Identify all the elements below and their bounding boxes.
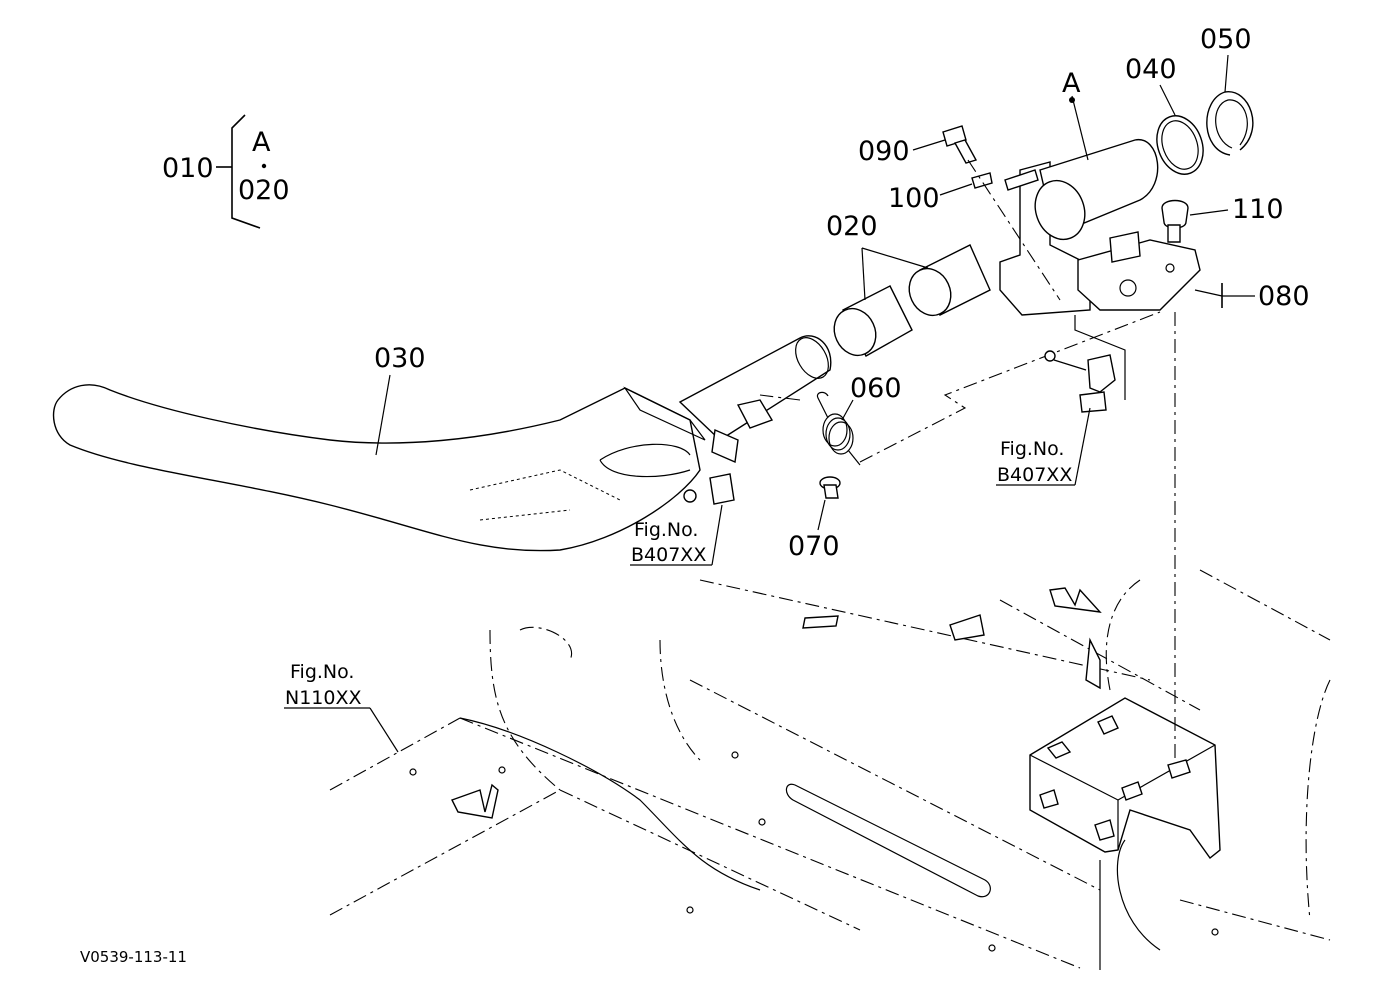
bolt-110	[1161, 199, 1189, 243]
part-label-060: 060	[850, 373, 902, 404]
fig-ref-left-line1: Fig.No.	[634, 519, 698, 541]
bolt-090	[942, 125, 978, 164]
callout-bottom-label: 020	[238, 175, 290, 206]
part-label-040: 040	[1125, 54, 1177, 85]
drawing-code: V0539-113-11	[80, 948, 187, 966]
callout-top-label: A	[252, 127, 271, 158]
callout-parent-label: 010	[162, 153, 214, 184]
bushing-020-rear	[908, 244, 991, 317]
washer-100	[971, 172, 993, 189]
part-label-020: 020	[826, 211, 878, 242]
part-label-080: 080	[1258, 281, 1310, 312]
part-label-A: A	[1062, 68, 1081, 99]
bushing-020-front	[833, 285, 913, 357]
pin-070	[819, 476, 841, 499]
mounting-bracket	[1029, 697, 1221, 970]
fig-ref-right-line1: Fig.No.	[1000, 438, 1064, 460]
bracket-assembly-A	[999, 139, 1201, 316]
part-label-090: 090	[858, 136, 910, 167]
sensor-right	[1044, 350, 1116, 413]
fig-ref-left-line2: B407XX	[631, 544, 706, 566]
part-label-070: 070	[788, 531, 840, 562]
snap-ring-040	[1156, 115, 1204, 175]
part-label-110: 110	[1232, 194, 1284, 225]
frame-chassis	[329, 569, 1331, 969]
lever-pipe-030	[52, 335, 832, 552]
part-label-030: 030	[374, 343, 426, 374]
group-callout: 010 A 020	[162, 114, 290, 229]
part-label-050: 050	[1200, 24, 1252, 55]
sensor-left	[683, 473, 735, 505]
fig-ref-right-line2: B407XX	[997, 464, 1072, 486]
fig-ref-frame-line1: Fig.No.	[290, 661, 354, 683]
circlip-050	[1206, 91, 1254, 156]
part-label-100: 100	[888, 183, 940, 214]
fig-ref-frame-line2: N110XX	[285, 687, 362, 709]
spring-060	[816, 391, 861, 466]
